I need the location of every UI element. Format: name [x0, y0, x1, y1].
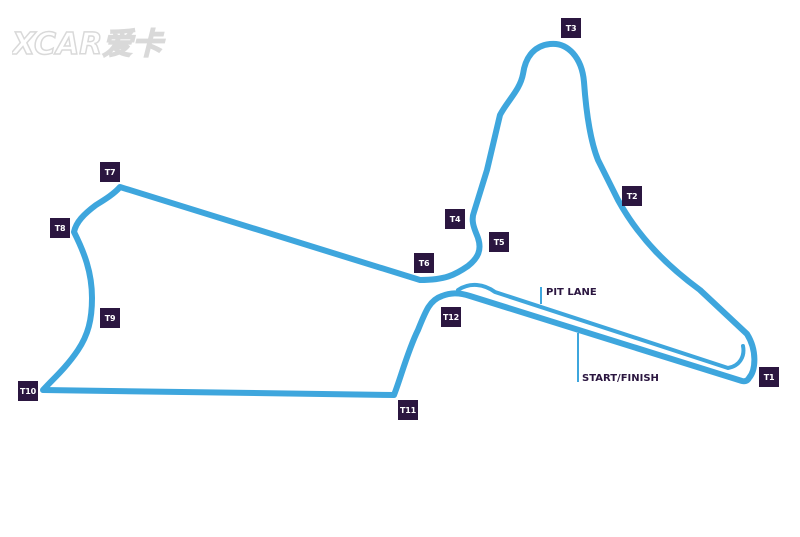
turn-label-t5: T5 — [489, 232, 509, 252]
turn-label-t3: T3 — [561, 18, 581, 38]
turn-label-t12: T12 — [441, 307, 461, 327]
turn-label-t7: T7 — [100, 162, 120, 182]
turn-label-t1: T1 — [759, 367, 779, 387]
pit-lane-label: PIT LANE — [546, 287, 597, 298]
turn-label-t9: T9 — [100, 308, 120, 328]
turn-label-t2: T2 — [622, 186, 642, 206]
turn-label-t6: T6 — [414, 253, 434, 273]
turn-label-t10: T10 — [18, 381, 38, 401]
svg-text:XCAR爱卡: XCAR爱卡 — [12, 27, 165, 62]
xcar-watermark-logo: XCAR爱卡 — [12, 26, 166, 63]
start-finish-label: START/FINISH — [582, 373, 659, 384]
track-outline — [40, 40, 758, 398]
pit-lane-line — [456, 283, 746, 370]
turn-label-t8: T8 — [50, 218, 70, 238]
turn-label-t11: T11 — [398, 400, 418, 420]
turn-label-t4: T4 — [445, 209, 465, 229]
